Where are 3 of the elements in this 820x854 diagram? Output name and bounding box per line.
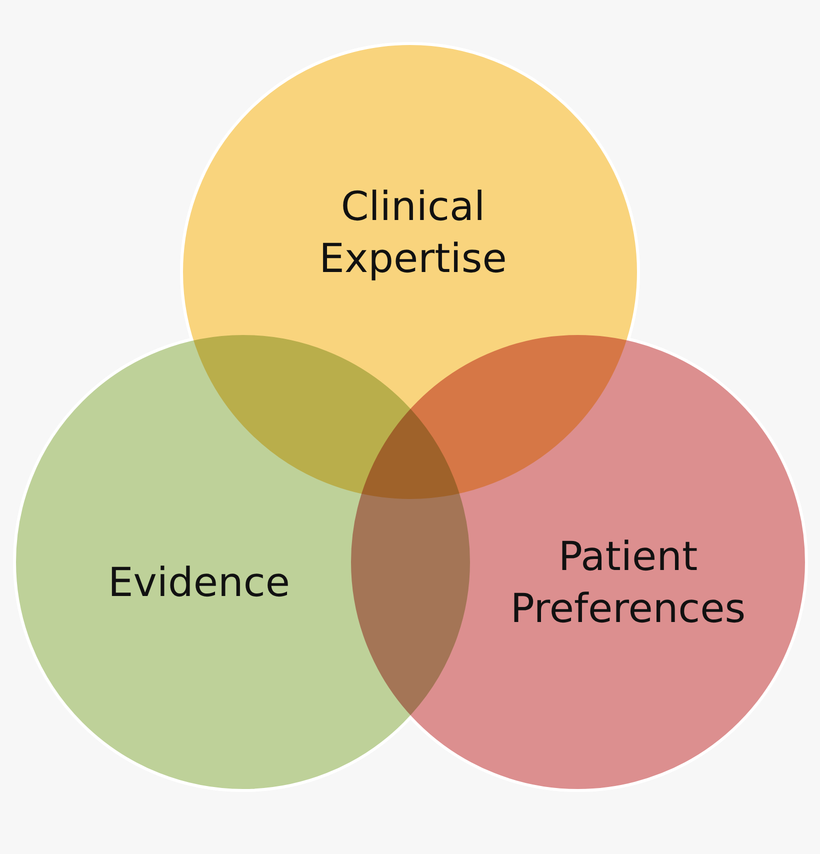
circle-label: Evidence [106,559,291,608]
circle-label: Clinical Expertise [318,183,508,284]
circle-label: Patient Preferences [509,533,747,634]
